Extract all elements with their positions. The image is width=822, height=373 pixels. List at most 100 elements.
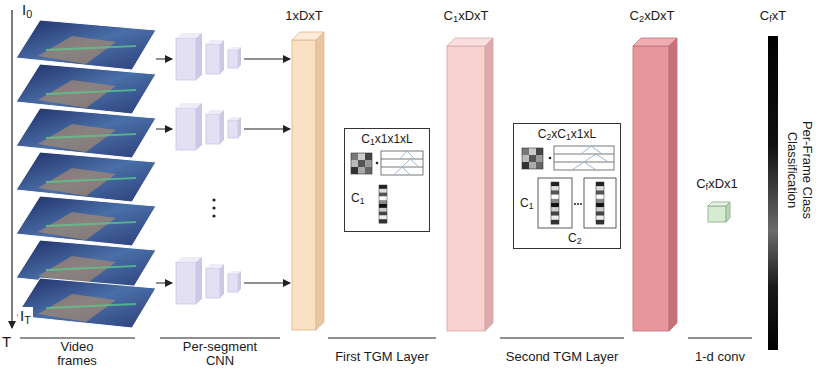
ellipsis-dot — [577, 203, 579, 205]
tensor-size: C1xDxT — [431, 8, 501, 23]
kernel-strip — [379, 212, 387, 216]
kernel-outline — [522, 148, 543, 169]
gaussian-filter — [581, 146, 602, 154]
channel-label: C1 — [351, 191, 364, 205]
kernel-strip — [379, 196, 387, 200]
video-frame — [16, 152, 156, 202]
conv-kernel-side — [726, 202, 730, 222]
kernel-frame — [538, 178, 572, 228]
kernel-strip — [379, 219, 387, 223]
output-bar — [768, 36, 778, 350]
kernel-strip — [596, 186, 604, 191]
kernel-strip — [379, 185, 387, 189]
gaussian-filter — [400, 151, 415, 159]
kernel-cell — [522, 155, 529, 162]
kernel-strip — [596, 220, 604, 225]
kernel-cell — [529, 148, 536, 155]
kernel-size: C1x1x1xL — [361, 132, 413, 146]
kernel-cell — [351, 160, 358, 167]
kernel-strip — [551, 199, 559, 204]
kernel-cell — [358, 167, 365, 174]
arrow — [156, 129, 172, 130]
filter-bank — [381, 151, 423, 175]
arrow — [156, 283, 172, 284]
cnn-block — [176, 103, 241, 150]
arrow — [156, 59, 172, 60]
channel-label: C1 — [520, 196, 533, 210]
feature-volume — [447, 46, 485, 331]
kernel-strip — [596, 207, 604, 212]
kernel-outline — [351, 153, 372, 174]
gaussian-filter — [584, 154, 608, 162]
video-frame — [16, 20, 156, 70]
kernel-cell — [529, 155, 536, 162]
kernel-strip — [379, 200, 387, 204]
kernel-strip — [551, 216, 559, 221]
filter-row — [381, 159, 423, 160]
kernel-strip — [596, 211, 604, 216]
kernel-cell — [536, 155, 543, 162]
kernel-strip — [596, 195, 604, 200]
kernel-cell — [536, 162, 543, 169]
section-label: First TGM Layer — [317, 349, 447, 364]
kernel-strip — [551, 195, 559, 200]
arrow — [244, 283, 290, 284]
section-label: Second TGM Layer — [492, 349, 632, 364]
time-axis — [11, 10, 12, 328]
frame-index: IT — [18, 307, 33, 325]
ellipsis-dot — [212, 206, 215, 209]
kernel-strip — [551, 220, 559, 225]
kernel-cell — [522, 148, 529, 155]
tgm-kernel-box: C1x1x1xL C1 — [344, 128, 430, 232]
section-rule — [500, 338, 624, 339]
gaussian-filter — [572, 162, 596, 170]
feature-volume-side — [316, 32, 324, 330]
kernel-cell — [365, 153, 372, 160]
product-dot — [549, 157, 552, 160]
tgm-kernel-box: C2xC1x1xLC1C2 — [513, 123, 621, 249]
kernel-strip — [551, 190, 559, 195]
kernel-cell — [522, 162, 529, 169]
filter-row — [554, 154, 614, 155]
ellipsis-dot — [580, 203, 582, 205]
kernel-cell — [536, 148, 543, 155]
product-dot — [376, 162, 379, 165]
kernel-cell — [351, 153, 358, 160]
ellipsis-dot — [574, 203, 576, 205]
tensor-size: 1xDxT — [269, 8, 339, 23]
section-rule — [328, 338, 436, 339]
feature-volume-side — [485, 38, 493, 331]
video-frame — [16, 108, 156, 158]
kernel-cell — [365, 167, 372, 174]
ellipsis-dot — [212, 198, 215, 201]
kernel-cell — [365, 160, 372, 167]
kernel-strip — [551, 203, 559, 208]
kernel-cell — [358, 160, 365, 167]
video-frame — [16, 196, 156, 246]
kernel-size: CfxDx1 — [682, 176, 752, 191]
conv-kernel — [708, 206, 726, 222]
kernel-strip — [596, 190, 604, 195]
ellipsis-dot — [212, 214, 215, 217]
kernel-strip — [596, 199, 604, 204]
output-label: Per-Frame Class Classification — [785, 90, 815, 250]
axis-label: T — [2, 333, 11, 351]
kernel-cell — [529, 162, 536, 169]
section-rule — [20, 338, 135, 339]
kernel-strip — [551, 186, 559, 191]
kernel-strip-outline — [551, 182, 559, 224]
feature-volume — [633, 46, 669, 331]
kernel-strip — [596, 203, 604, 208]
kernel-strip-outline — [596, 182, 604, 224]
video-frame — [16, 64, 156, 114]
cnn-block — [176, 257, 241, 304]
kernel-strip — [551, 207, 559, 212]
section-label: Video frames — [45, 340, 109, 368]
section-label: Per-segment CNN — [172, 340, 268, 368]
cnn-block — [176, 33, 241, 80]
arrow — [244, 129, 290, 130]
frame-index: I0 — [22, 1, 32, 19]
gaussian-filter — [402, 159, 419, 167]
kernel-strip-outline — [379, 185, 387, 223]
section-rule — [688, 338, 752, 339]
